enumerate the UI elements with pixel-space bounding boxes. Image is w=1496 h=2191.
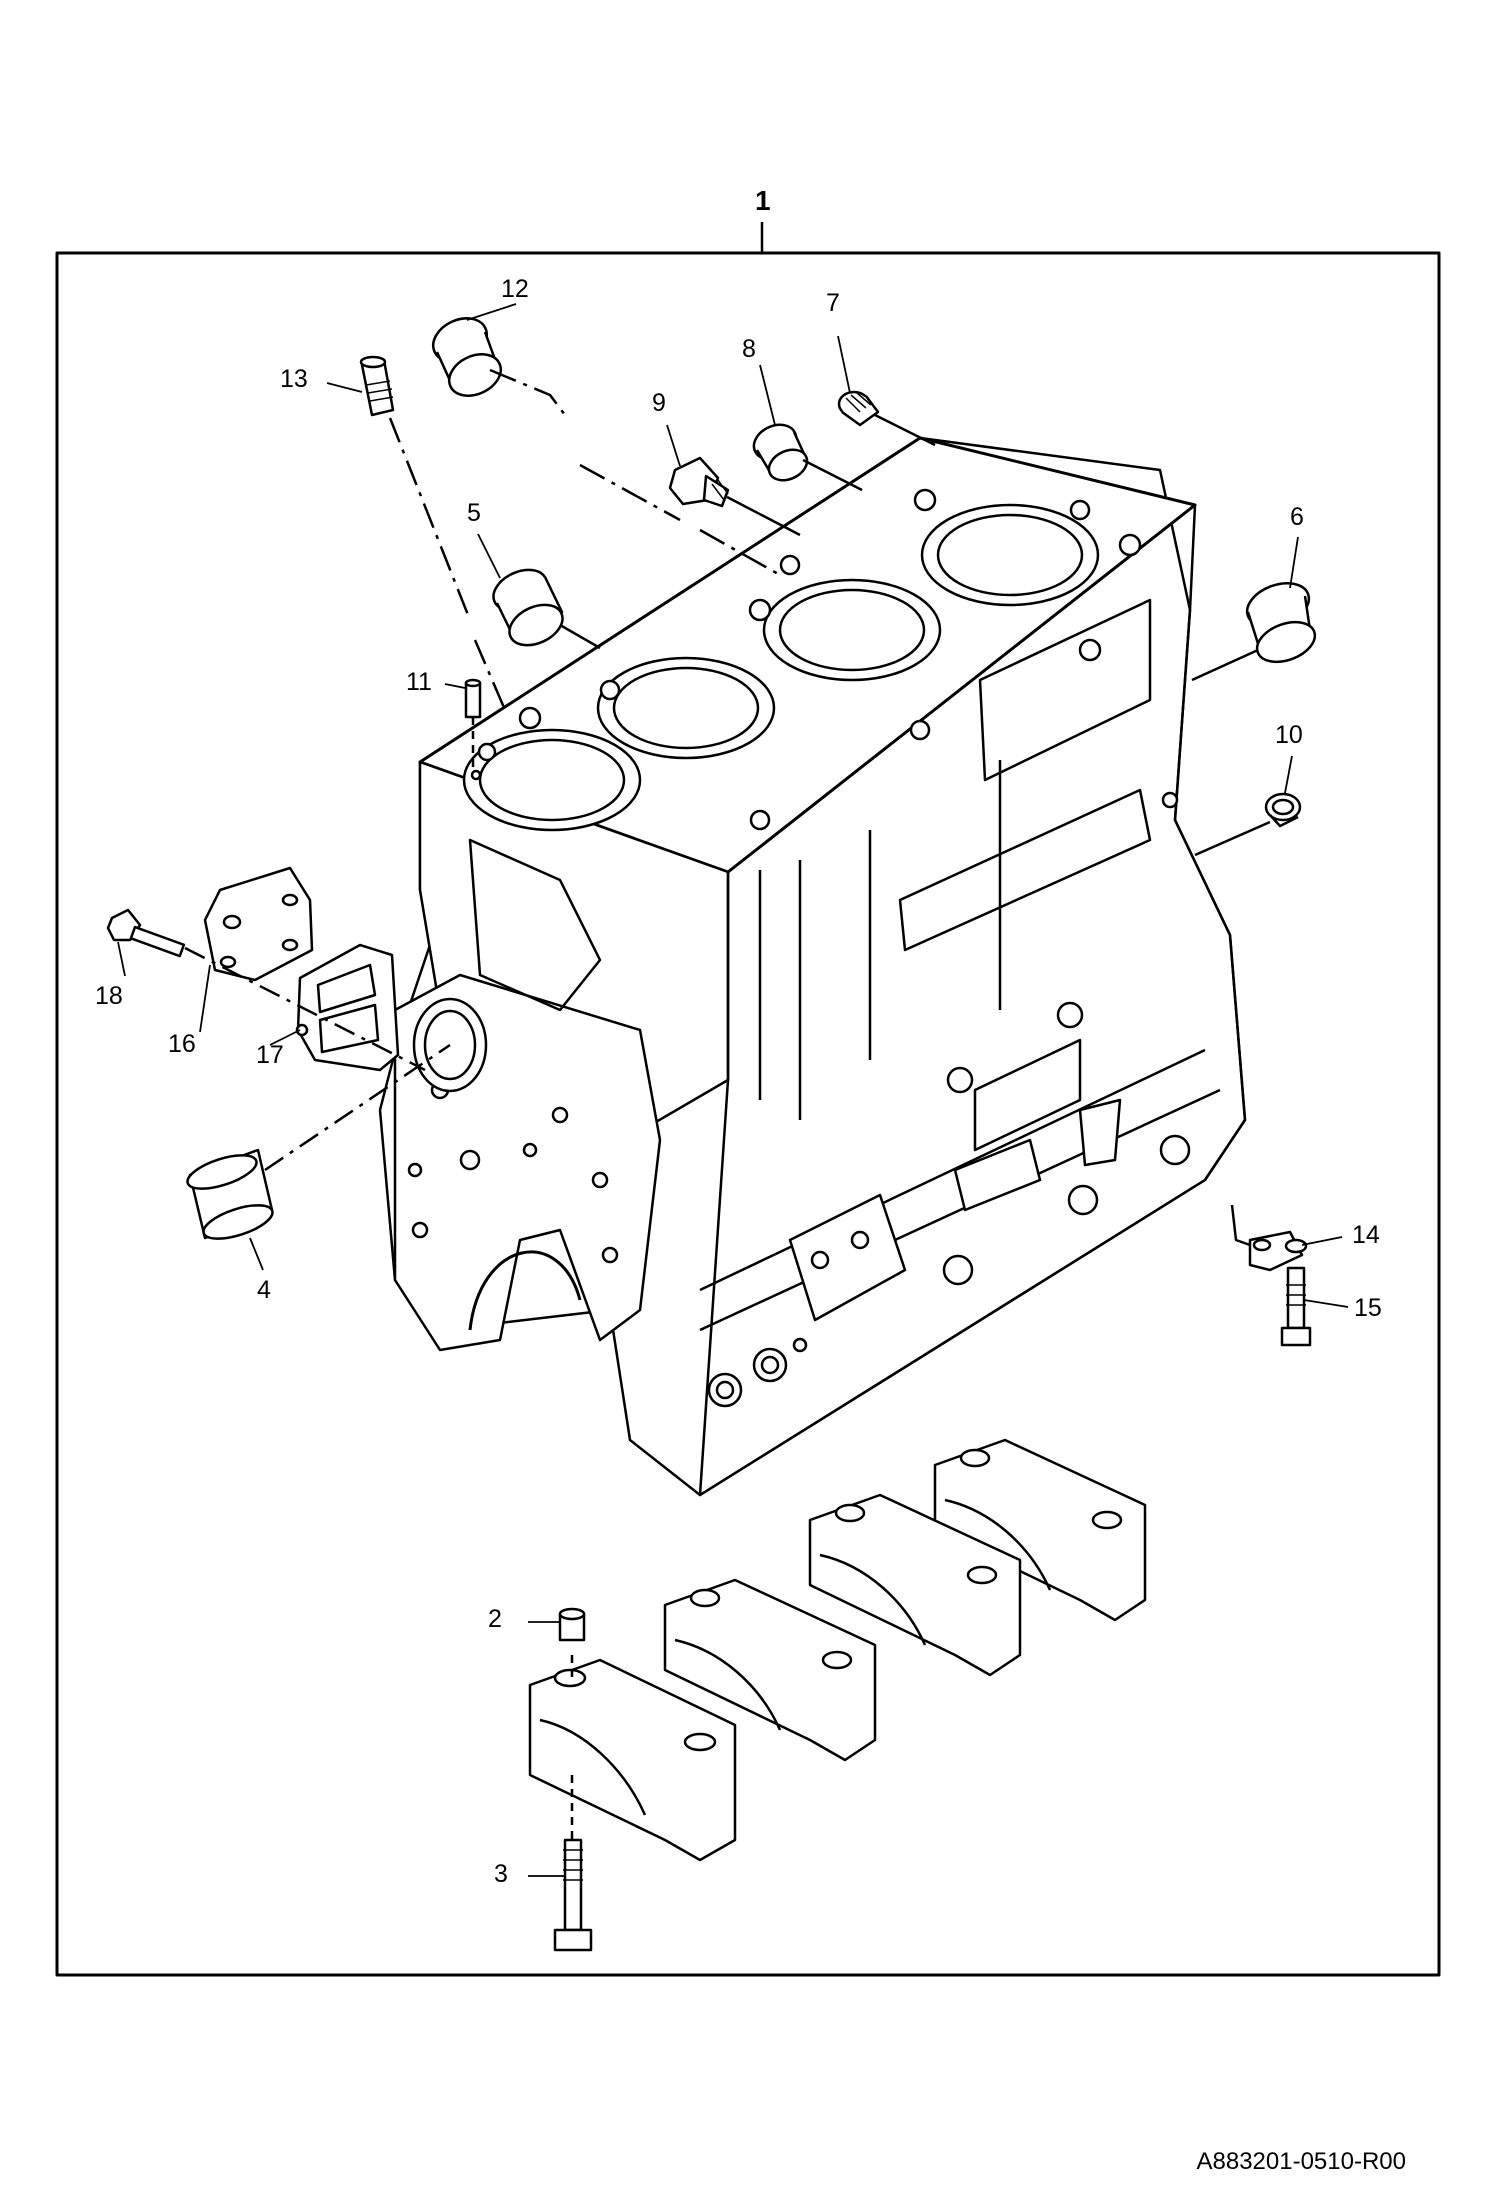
- part-11-pin: [464, 678, 482, 719]
- part-4-bushing: [186, 1148, 274, 1240]
- assembly-frame: [55, 251, 1441, 1977]
- part-2-dowel: [558, 1607, 586, 1642]
- part-14-bracket: [1230, 1204, 1308, 1272]
- callout-10: 10: [1275, 721, 1303, 749]
- part-16-cover: [203, 866, 314, 982]
- part-12-plug: [432, 317, 503, 397]
- main-bearing-cap-1: [528, 1658, 737, 1862]
- part-8-plug: [752, 423, 809, 482]
- part-13-plug: [359, 355, 395, 417]
- drawing-id-label: A883201-0510-R00: [1196, 2148, 1407, 2175]
- callout-2: 2: [488, 1605, 502, 1633]
- part-10-plug: [1264, 792, 1302, 828]
- callout-14: 14: [1352, 1221, 1380, 1249]
- callout-8: 8: [742, 335, 756, 363]
- callout-leaders: [117, 303, 1349, 1877]
- callout-5: 5: [467, 499, 481, 527]
- callout-7: 7: [826, 289, 840, 317]
- part-3-cap-bolt: [553, 1838, 593, 1952]
- part-17-gasket: [295, 943, 400, 1072]
- part-7-plug: [837, 390, 880, 427]
- part-6-plug: [1245, 582, 1317, 664]
- main-bearing-cap-3: [808, 1493, 1022, 1677]
- callout-1-assembly: 1: [755, 185, 771, 216]
- part-15-bolt: [1280, 1266, 1312, 1347]
- callout-11: 11: [406, 668, 432, 696]
- callout-18: 18: [95, 982, 123, 1010]
- cylinder-block: [378, 436, 1247, 1497]
- part-18-bolt: [106, 908, 186, 958]
- main-bearing-cap-2: [663, 1578, 877, 1762]
- part-9-plug: [668, 456, 730, 508]
- callout-6: 6: [1290, 503, 1304, 531]
- callout-3: 3: [494, 1860, 508, 1888]
- callout-4: 4: [257, 1276, 271, 1304]
- callout-17: 17: [256, 1041, 284, 1069]
- callout-15: 15: [1354, 1294, 1382, 1322]
- callout-16: 16: [168, 1030, 196, 1058]
- callout-13: 13: [280, 365, 308, 393]
- part-5-plug: [492, 568, 564, 647]
- callout-9: 9: [652, 389, 666, 417]
- callout-12: 12: [501, 275, 529, 303]
